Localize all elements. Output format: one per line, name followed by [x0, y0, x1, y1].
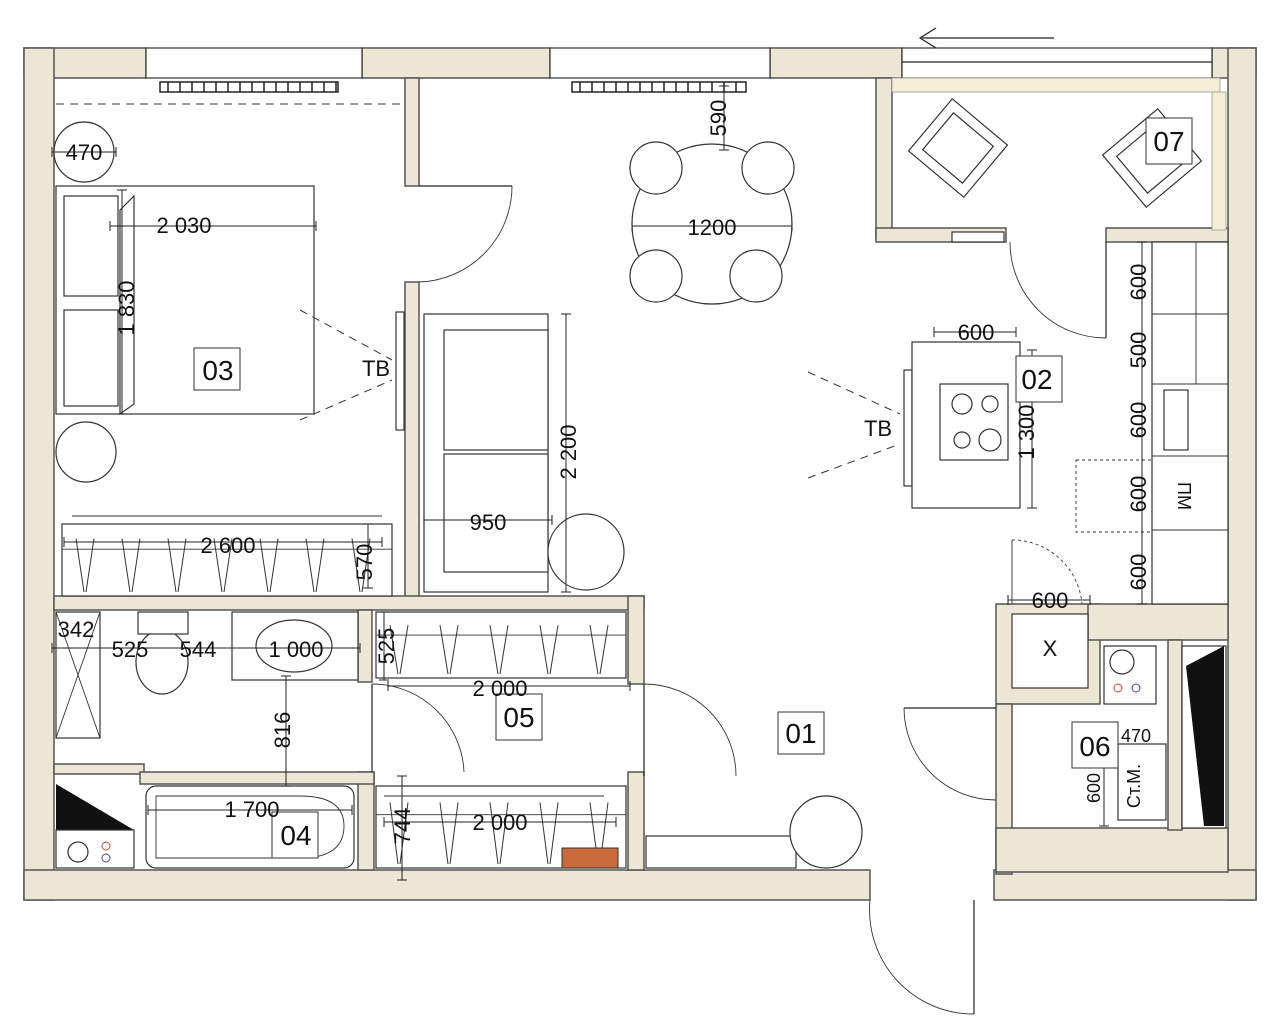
room-tag-03: 03 [202, 355, 233, 386]
dim-wardrobe-hall2-depth: 744 [390, 808, 415, 845]
boiler [56, 784, 134, 830]
dining-chairs [629, 141, 795, 303]
room-tag-02: 02 [1021, 364, 1052, 395]
living-room [423, 141, 913, 869]
wardrobe-hatch [62, 538, 392, 593]
dim-wardrobe-hall2-length: 2 000 [472, 810, 527, 835]
dim-bath-342: 342 [58, 617, 95, 642]
wardrobe-bedroom [61, 523, 393, 597]
wall-left [23, 47, 55, 901]
balcony-glazing [891, 77, 1221, 93]
room-tag-06: 06 [1079, 731, 1110, 762]
wardrobes-hall [375, 611, 627, 869]
armchair-1 [907, 97, 1009, 199]
wall-mid-horizontal [53, 595, 645, 611]
hood-label: X [1043, 636, 1058, 661]
dim-laundry-470: 470 [1121, 726, 1151, 746]
dim-bath-525: 525 [112, 637, 149, 662]
room-tag-04: 04 [280, 820, 311, 851]
window-bedroom [145, 47, 363, 79]
wall-laundry-bottom [995, 827, 1229, 873]
dim-bed-width: 2 030 [156, 213, 211, 238]
wall-wardrobe2-right [627, 771, 645, 871]
wall-top-mid2 [769, 47, 903, 79]
wall-wardrobe-right [627, 595, 645, 685]
wall-balcony-left [875, 77, 893, 239]
wall-right [1227, 47, 1257, 901]
dim-wardrobe-bedroom-length: 2 600 [200, 533, 255, 558]
window-living [549, 47, 771, 79]
wall-bath-hall2 [357, 771, 375, 871]
radiator-living [571, 81, 747, 93]
dim-table-to-window: 590 [706, 100, 731, 137]
dim-bed-length: 1 830 [114, 280, 139, 335]
radiator-bedroom [159, 81, 339, 93]
dim-wardrobe-hall-length: 2 000 [472, 676, 527, 701]
dim-laundry-600: 600 [1084, 773, 1104, 803]
laundry [1103, 645, 1227, 829]
wall-bedroom-lower [404, 281, 420, 603]
room-tags: 01 02 03 04 05 06 07 [193, 117, 1193, 859]
tv-label-bedroom: ТВ [362, 356, 390, 381]
nightstand [55, 421, 117, 483]
radiator-ticks [167, 82, 737, 92]
fridge [1011, 613, 1089, 689]
dim-lamp-bedroom: 470 [66, 140, 103, 165]
balcony-glazing-side [1211, 91, 1227, 231]
kitchen-sink [1163, 389, 1189, 451]
dim-island-length: 1 300 [1014, 404, 1039, 459]
wardrobe-hatch [376, 625, 626, 675]
kitchen [911, 241, 1229, 689]
dim-wardrobe-hall-depth: 525 [374, 628, 399, 665]
cooktop [939, 383, 1009, 461]
dim-kitchen-500: 500 [1126, 332, 1151, 369]
dim-kitchen-600-c: 600 [1126, 476, 1151, 513]
wall-bottom-left [23, 869, 871, 901]
dishwasher-label: ПМ [1174, 482, 1194, 510]
dim-sofa-length: 2 200 [556, 424, 581, 479]
dimension-texts: 470 2 030 1 830 2 600 570 2 200 950 1200… [58, 100, 1151, 845]
wall-laundry-mid [1167, 639, 1183, 831]
shoe-shelf [561, 847, 619, 869]
wardrobe-hatch [376, 802, 626, 865]
dim-kitchen-600-d: 600 [1126, 554, 1151, 591]
basin [255, 619, 333, 673]
dim-kitchen-600-a: 600 [1126, 264, 1151, 301]
hall-pouf [789, 795, 863, 869]
fixture-labels: ТВ ТВ ПМ Ст.М. X [362, 356, 1194, 808]
side-table [547, 513, 625, 591]
dim-bath-544: 544 [180, 637, 217, 662]
window-balcony [901, 47, 1213, 79]
dim-fridge-width: 600 [1032, 588, 1069, 613]
windows [145, 27, 1227, 231]
dim-sofa-depth: 950 [470, 510, 507, 535]
wall-bath-mid [53, 763, 145, 775]
dim-island-width: 600 [958, 320, 995, 345]
wall-laundry-top [1087, 603, 1229, 641]
dim-kitchen-600-b: 600 [1126, 402, 1151, 439]
dim-bath-816: 816 [270, 712, 295, 749]
dim-bathtub-1700: 1 700 [224, 797, 279, 822]
tv-bedroom [395, 311, 405, 431]
wall-bottom-right [993, 869, 1257, 901]
dim-sink-1000: 1 000 [268, 637, 323, 662]
room-tag-01: 01 [785, 718, 816, 749]
room-tag-07: 07 [1153, 126, 1184, 157]
wall-balcony-bottom-b [1105, 227, 1229, 243]
washing-machine-label: Ст.М. [1124, 764, 1144, 808]
wall-bedroom-upper [404, 77, 420, 187]
dim-wardrobe-bedroom-depth: 570 [352, 544, 377, 581]
tv-living [903, 369, 913, 487]
room-tag-05: 05 [503, 702, 534, 733]
tv-label-living: ТВ [864, 416, 892, 441]
hall-bench [645, 835, 797, 869]
wall-bath-bottom [139, 771, 375, 785]
dim-table-diameter: 1200 [688, 215, 737, 240]
wall-top-mid [361, 47, 551, 79]
walls [23, 47, 1257, 901]
bedroom [53, 103, 405, 597]
washing-machine [1117, 743, 1167, 821]
